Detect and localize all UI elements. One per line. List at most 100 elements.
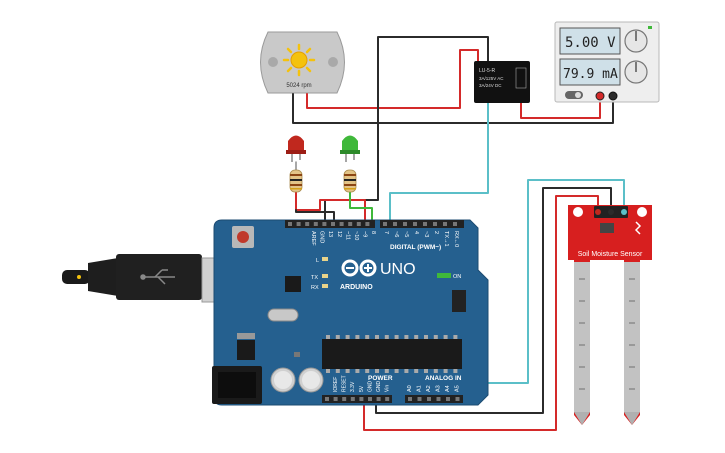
pin-label-digital: ~9 (362, 231, 368, 237)
header-pin-digital[interactable] (453, 222, 457, 226)
pin-label-power: IOREF (333, 377, 339, 392)
header-pin-digital[interactable] (403, 222, 407, 226)
current-display: 79.9 mA (563, 67, 618, 82)
header-analog[interactable] (405, 395, 463, 403)
wire-motor-red[interactable] (306, 49, 479, 109)
pin-label-power: GND (376, 381, 382, 393)
soil-moisture-sensor[interactable]: Soil Moisture Sensor (568, 205, 652, 425)
header-pin-analog[interactable] (408, 397, 412, 401)
pin-label-power: GND (367, 381, 373, 393)
header-power[interactable] (322, 395, 392, 403)
header-pin-digital[interactable] (331, 222, 335, 226)
wire-led-red-signal[interactable] (295, 189, 366, 223)
relay-label-1: LU-5-R (479, 68, 496, 74)
chip-leg (326, 335, 330, 339)
wire-sensor-signal[interactable] (465, 179, 625, 384)
led-red[interactable] (286, 135, 306, 163)
usb-icon (140, 269, 175, 285)
chip-leg (335, 335, 340, 339)
brand-uno: UNO (380, 261, 416, 278)
header-pin-digital[interactable] (393, 222, 397, 226)
wire-motor-black[interactable] (292, 93, 614, 124)
header-top-right[interactable] (380, 220, 464, 228)
header-pin-analog[interactable] (436, 397, 441, 401)
header-pin-power[interactable] (368, 397, 372, 401)
header-pin-digital[interactable] (356, 222, 361, 226)
positive-terminal[interactable] (595, 91, 605, 101)
wire-led-green-signal[interactable] (349, 189, 373, 223)
header-pin-power[interactable] (342, 397, 347, 401)
probe-mark (579, 278, 585, 280)
pin-label-digital: 4 (413, 231, 419, 234)
resistor-green-led[interactable] (343, 169, 357, 193)
header-pin-digital[interactable] (305, 222, 310, 226)
resistor-red-led[interactable] (289, 169, 303, 193)
header-pin-power[interactable] (333, 397, 338, 401)
header-pin-digital[interactable] (288, 222, 292, 226)
probe-mark (579, 388, 585, 390)
header-pin-power[interactable] (359, 397, 364, 401)
chip-leg (345, 335, 350, 339)
header-pin-analog[interactable] (455, 397, 460, 401)
led-green[interactable] (340, 135, 360, 163)
arduino-logo-icon (341, 259, 377, 277)
pin-label-analog: A2 (426, 385, 432, 392)
header-pin-digital[interactable] (322, 222, 327, 226)
chip-leg (404, 369, 409, 373)
header-pin-digital[interactable] (313, 222, 318, 226)
motor-rpm-label: 5024 rpm (286, 83, 311, 89)
header-pin-analog[interactable] (417, 397, 422, 401)
header-pin-power[interactable] (325, 397, 329, 401)
header-pin-power[interactable] (385, 397, 390, 401)
chip-leg (414, 335, 419, 339)
power-supply[interactable]: 5.00 V 79.9 mA (554, 21, 660, 103)
header-pin-digital[interactable] (443, 222, 447, 226)
header-pin-digital[interactable] (348, 222, 353, 226)
header-pin-digital[interactable] (296, 222, 301, 226)
current-knob[interactable] (624, 60, 648, 84)
pin-label-digital: ~10 (353, 231, 359, 240)
relay[interactable]: LU-5-R 3A/125V AC 3A/24V DC (474, 61, 530, 103)
power-switch[interactable] (565, 91, 583, 99)
chip-leg (394, 335, 399, 339)
header-pin-digital[interactable] (383, 222, 387, 226)
chip-leg (384, 369, 389, 373)
wire-relay-signal[interactable] (389, 101, 489, 223)
brand-arduino: ARDUINO (340, 284, 373, 291)
header-top-left[interactable] (285, 220, 375, 228)
header-pin-digital[interactable] (413, 222, 417, 226)
wire-relay-black-gnd[interactable] (324, 36, 489, 223)
icsp-header[interactable] (452, 290, 466, 312)
negative-terminal[interactable] (608, 91, 618, 101)
voltage-regulator (237, 340, 255, 360)
pin-label-power: 3.3V (350, 381, 356, 392)
dc-motor[interactable]: 5024 rpm (260, 31, 345, 94)
l-label: L (316, 258, 319, 264)
wire-sensor-vcc[interactable] (363, 195, 599, 431)
probe-mark (629, 300, 635, 302)
probe-mark (629, 344, 635, 346)
reset-button[interactable] (232, 226, 254, 248)
header-pin-power[interactable] (376, 397, 381, 401)
header-pin-power[interactable] (350, 397, 355, 401)
wire-relay-red[interactable] (520, 96, 601, 119)
chip-leg (375, 369, 379, 373)
wire-sensor-gnd[interactable] (375, 187, 612, 414)
crystal (267, 308, 299, 322)
header-pin-analog[interactable] (446, 397, 450, 401)
tx-label: TX (311, 275, 318, 281)
header-pin-digital[interactable] (433, 222, 437, 226)
header-pin-digital[interactable] (423, 222, 427, 226)
chip-leg (424, 335, 428, 339)
wire-led-gnd[interactable] (295, 209, 335, 223)
sun-icon (282, 43, 316, 77)
chip-leg (443, 369, 448, 373)
header-pin-digital[interactable] (339, 222, 344, 226)
header-pin-analog[interactable] (427, 397, 431, 401)
header-pin-digital[interactable] (365, 222, 370, 226)
voltage-knob[interactable] (624, 29, 648, 53)
power-label: POWER (368, 375, 393, 382)
